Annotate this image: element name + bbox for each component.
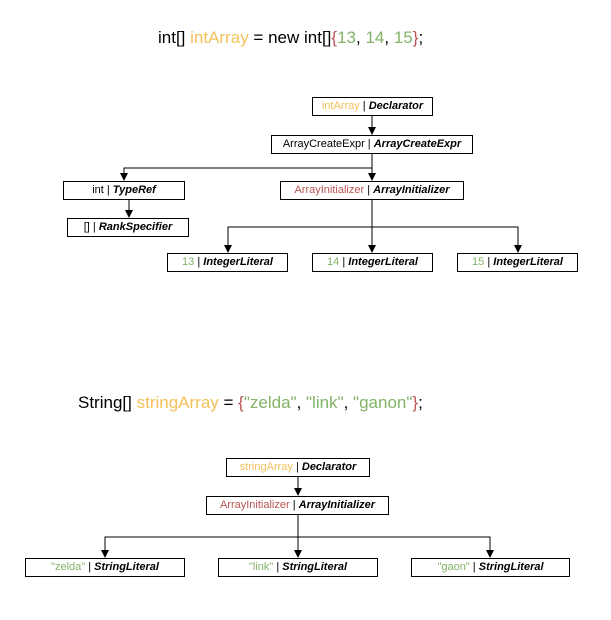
code-token-semicolon: ; [418,28,424,47]
code-token-comma: , [343,393,354,412]
node-array-create-expr: ArrayCreateExpr | ArrayCreateExpr [271,135,473,154]
code-token-literal: "zelda" [243,393,297,412]
node-integer-literal: 15 | IntegerLiteral [457,253,578,272]
edge-arrayinitializer-to-literal-13 [224,226,372,253]
code-token-comma: , [384,28,394,47]
node-string-literal: "gaon" | StringLiteral [411,558,570,577]
edge-arrayinitializer2-to-gaon [298,536,494,558]
code-token-brace-open: { [238,393,244,412]
node-integer-literal: 14 | IntegerLiteral [312,253,433,272]
code-token-type: String[] [78,393,137,412]
code-token-literal: "ganon" [353,393,413,412]
node-string-literal: "zelda" | StringLiteral [25,558,185,577]
node-type-ref: int | TypeRef [63,181,185,200]
node-array-initializer: ArrayInitializer | ArrayInitializer [280,181,464,200]
node-declarator: stringArray | Declarator [226,458,370,477]
code-token-brace-open: { [331,28,338,47]
code-token-new: = new int[] [248,28,332,47]
code-token-brace-close: } [412,28,419,47]
node-rank-specifier: [] | RankSpecifier [67,218,189,237]
edge-arrayinitializer-to-literal-15 [372,226,522,253]
code-line-int-array: int[] intArray = new int[]{13, 14, 15}; [158,28,423,48]
code-token-comma: , [356,28,366,47]
code-token-type: int[] [158,28,191,47]
code-token-literal: 15 [393,28,413,47]
node-declarator: intArray | Declarator [312,97,433,116]
code-token-literal: "link" [306,393,344,412]
code-token-assign: = [218,393,239,412]
code-token-identifier: intArray [190,28,249,47]
code-token-identifier: stringArray [136,393,219,412]
edge-arrayinitializer2-to-zelda [101,536,298,558]
code-token-comma: , [296,393,307,412]
code-token-semicolon: ; [418,393,423,412]
code-line-string-array: String[] stringArray = {"zelda", "link",… [78,393,423,413]
node-array-initializer: ArrayInitializer | ArrayInitializer [206,496,389,515]
node-integer-literal: 13 | IntegerLiteral [167,253,288,272]
node-string-literal: "link" | StringLiteral [218,558,378,577]
code-token-brace-close: } [412,393,419,412]
code-token-literal: 14 [365,28,385,47]
code-token-literal: 13 [337,28,356,47]
edge-arraycreateexpr-to-typeref [120,154,373,181]
